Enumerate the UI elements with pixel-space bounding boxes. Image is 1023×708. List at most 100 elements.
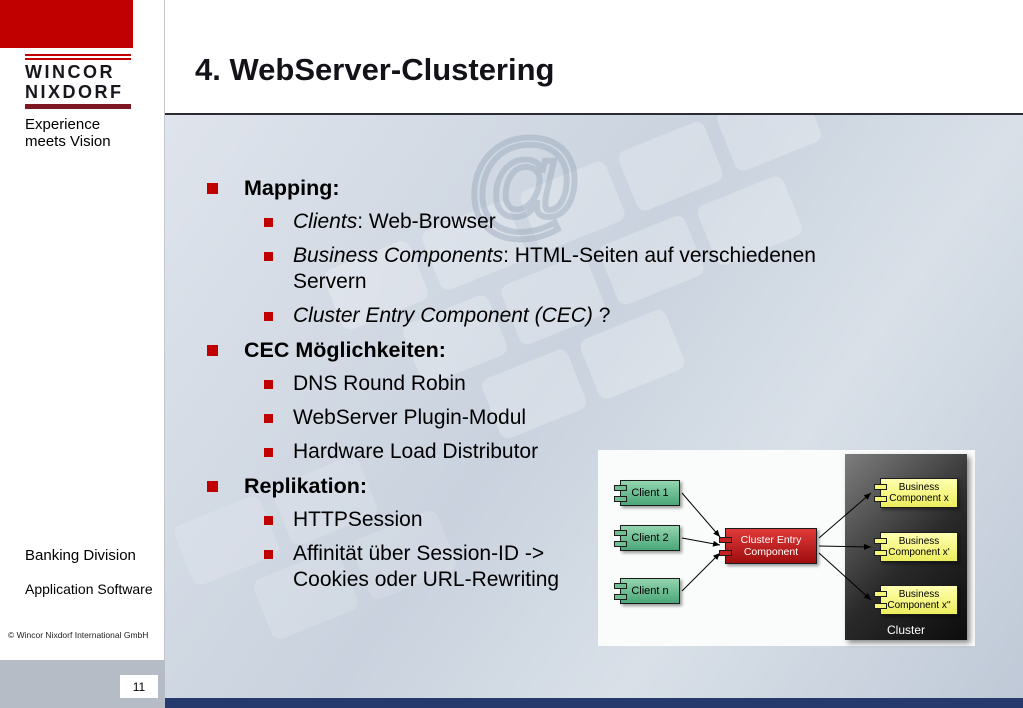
bullet-text: Affinität über Session-ID -> Cookies oder… xyxy=(293,541,559,593)
component-label-line1: Business xyxy=(898,589,940,600)
bullet-text: Replikation: xyxy=(244,474,368,498)
bullet-text: Hardware Load Distributor xyxy=(293,439,538,465)
division-label: Banking Division xyxy=(25,547,136,564)
component-label-line1: Business xyxy=(898,482,940,493)
text-part: : HTML-Seiten auf verschiedenen xyxy=(503,244,816,267)
component-tab-icon xyxy=(614,530,627,536)
text-part: Cookies oder URL-Rewriting xyxy=(293,568,560,591)
component-label-line2: Component xyxy=(743,546,799,558)
cluster-entry-component: Cluster Entry Component xyxy=(719,528,817,564)
bullet-square-icon xyxy=(264,550,273,559)
wincor-nixdorf-logo: WINCOR NIXDORF xyxy=(25,54,131,109)
bullet-square-icon xyxy=(207,481,218,492)
component-tab-icon xyxy=(614,496,627,502)
logo-word-wincor: WINCOR xyxy=(25,62,115,82)
component-tab-icon xyxy=(614,541,627,547)
component-tab-icon xyxy=(614,594,627,600)
logo-maroon-bar xyxy=(25,104,131,109)
component-tab-icon xyxy=(874,484,887,490)
text-part: DNS Round Robin xyxy=(293,372,466,395)
bullet-level1-mapping: Mapping: xyxy=(205,171,895,205)
component-tab-icon xyxy=(874,603,887,609)
tagline: Experience meets Vision xyxy=(25,116,111,150)
bullet-list: Mapping: Clients: Web-Browser Business C… xyxy=(205,171,895,597)
text-part: Servern xyxy=(293,270,367,293)
component-tab-icon xyxy=(874,538,887,544)
logo-red-rule xyxy=(25,58,131,60)
bullet-square-icon xyxy=(264,414,273,423)
component-label: Client 1 xyxy=(631,487,669,499)
bullet-level2-clients: Clients: Web-Browser xyxy=(205,205,895,239)
component-tab-icon xyxy=(614,485,627,491)
component-tab-icon xyxy=(719,550,732,556)
business-component-x-double-prime: Business Component x'' xyxy=(874,585,958,615)
component-label: Client 2 xyxy=(631,532,669,544)
text-part-italic: Business Components xyxy=(293,244,504,267)
bullet-level2-dns: DNS Round Robin xyxy=(205,367,895,401)
connector-arrows xyxy=(681,492,872,601)
bottom-bar xyxy=(165,698,1023,708)
cluster-diagram: Cluster Client 1 xyxy=(598,450,975,646)
bullet-level2-cec: Cluster Entry Component (CEC) ? xyxy=(205,299,895,333)
business-component-x-prime: Business Component x' xyxy=(874,532,958,562)
bullet-square-icon xyxy=(207,183,218,194)
header-rule xyxy=(165,113,1023,115)
sidebar: WINCOR NIXDORF Experience meets Vision B… xyxy=(0,0,165,708)
text-part: WebServer Plugin-Modul xyxy=(293,406,527,429)
text-part: ? xyxy=(592,304,611,327)
component-tab-icon xyxy=(874,496,887,502)
component-label-line2: Component x' xyxy=(888,547,950,558)
main-content: @ Mapping: Clients: Web-Browser Business… xyxy=(165,115,1023,698)
text-part: Hardware Load Distributor xyxy=(293,440,539,463)
bullet-level2-business-components: Business Components: HTML-Seiten auf ver… xyxy=(205,239,895,299)
bullet-text: HTTPSession xyxy=(293,507,423,533)
bullet-text: Business Components: HTML-Seiten auf ver… xyxy=(293,243,816,295)
copyright-label: © Wincor Nixdorf International GmbH xyxy=(8,630,149,640)
bullet-square-icon xyxy=(264,252,273,261)
bullet-level1-replikation: Replikation: xyxy=(205,469,895,503)
slide-header: 4. WebServer-Clustering xyxy=(165,0,1023,113)
text-part: Affinität über Session-ID -> xyxy=(293,542,545,565)
department-label: Application Software xyxy=(25,581,153,597)
text-part: HTTPSession xyxy=(293,508,423,531)
logo-red-rule xyxy=(25,54,131,56)
component-tab-icon xyxy=(614,583,627,589)
bullet-level2-load-distributor: Hardware Load Distributor xyxy=(205,435,895,469)
component-label: Client n xyxy=(631,585,669,597)
bullet-square-icon xyxy=(264,312,273,321)
component-tab-icon xyxy=(719,537,732,543)
cluster-label: Cluster xyxy=(886,623,925,637)
component-label-line1: Cluster Entry xyxy=(740,534,802,546)
component-label-line2: Component x'' xyxy=(887,600,951,611)
bullet-square-icon xyxy=(264,516,273,525)
bullet-square-icon xyxy=(207,345,218,356)
client-1-component: Client 1 xyxy=(614,480,680,506)
bullet-text: WebServer Plugin-Modul xyxy=(293,405,526,431)
component-label-line2: Component x xyxy=(889,493,949,504)
business-component-x: Business Component x xyxy=(874,478,958,508)
component-label-line1: Business xyxy=(898,536,940,547)
page-number-box: 11 xyxy=(120,675,158,698)
component-tab-icon xyxy=(874,550,887,556)
bullet-level2-httpsession: HTTPSession xyxy=(205,503,895,537)
bullet-text: DNS Round Robin xyxy=(293,371,466,397)
bullet-square-icon xyxy=(264,448,273,457)
bullet-square-icon xyxy=(264,218,273,227)
logo-word-nixdorf: NIXDORF xyxy=(25,82,124,102)
bullet-level2-plugin: WebServer Plugin-Modul xyxy=(205,401,895,435)
tagline-line1: Experience xyxy=(25,116,101,133)
page-number: 11 xyxy=(132,679,146,694)
client-2-component: Client 2 xyxy=(614,525,680,551)
bullet-square-icon xyxy=(264,380,273,389)
bullet-text: CEC Möglichkeiten: xyxy=(244,338,446,362)
slide-title: 4. WebServer-Clustering xyxy=(195,52,555,87)
bullet-level1-cec-moeglichkeiten: CEC Möglichkeiten: xyxy=(205,333,895,367)
component-tab-icon xyxy=(874,591,887,597)
sidebar-footer: 11 xyxy=(0,660,165,708)
text-part-italic: Clients xyxy=(293,210,358,233)
text-part-italic: Cluster Entry Component (CEC) xyxy=(293,304,593,327)
bullet-text: Mapping: xyxy=(244,176,340,200)
text-part: : Web-Browser xyxy=(357,210,496,233)
bullet-level2-affinitaet: Affinität über Session-ID -> Cookies oder… xyxy=(205,537,895,597)
